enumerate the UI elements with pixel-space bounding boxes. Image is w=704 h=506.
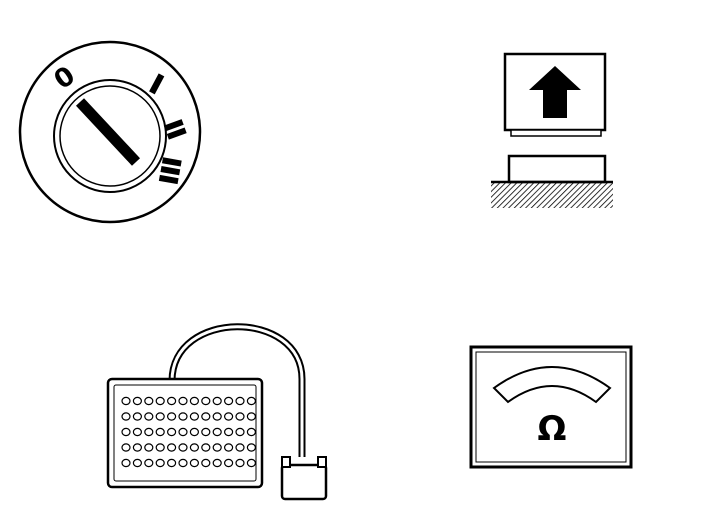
socket-hole <box>224 443 234 452</box>
socket-hole <box>224 412 234 421</box>
socket-hole <box>166 458 177 468</box>
socket-hole <box>224 396 234 406</box>
socket-hole <box>144 396 154 406</box>
socket-hole <box>132 412 143 421</box>
socket-hole <box>246 458 256 468</box>
socket-hole <box>155 396 165 406</box>
socket-hole <box>144 412 154 421</box>
connector-plug <box>280 463 328 501</box>
socket-hole <box>189 443 200 452</box>
arrow-up-icon <box>529 66 581 118</box>
socket-hole <box>132 427 143 437</box>
socket-hole <box>121 443 131 452</box>
socket-hole <box>235 412 245 421</box>
socket-hole <box>201 427 211 437</box>
socket-hole <box>189 458 200 468</box>
socket-hole <box>246 412 256 421</box>
socket-hole <box>121 458 131 468</box>
socket-hole <box>144 458 154 468</box>
socket-hole <box>121 412 131 421</box>
socket-hole <box>201 396 211 406</box>
socket-hole <box>121 427 131 437</box>
socket-hole <box>121 396 131 406</box>
socket-hole <box>212 443 222 452</box>
socket-hole <box>246 427 256 437</box>
socket-hole <box>155 412 165 421</box>
position-label-3: III <box>153 155 185 186</box>
push-button-arrow-up-icon <box>491 52 613 208</box>
socket-hole <box>166 427 177 437</box>
socket-hole <box>201 412 211 421</box>
socket-hole <box>155 443 165 452</box>
socket-hole <box>155 458 165 468</box>
socket-hole <box>144 443 154 452</box>
socket-hole <box>178 458 188 468</box>
socket-hole <box>246 443 256 452</box>
key-slot <box>75 98 141 166</box>
socket-hole <box>224 427 234 437</box>
test-box-connector-icon <box>106 323 328 501</box>
socket-hole <box>235 443 245 452</box>
meter-scale <box>492 366 612 404</box>
socket-hole <box>201 443 211 452</box>
socket-hole <box>144 427 154 437</box>
socket-hole <box>178 443 188 452</box>
ohm-symbol: Ω <box>538 409 567 449</box>
ohmmeter-symbol: Ω <box>468 344 636 472</box>
socket-hole <box>235 458 245 468</box>
socket-hole <box>246 396 256 406</box>
ignition-key-switch-icon: 0 I II III <box>18 40 202 224</box>
socket-hole <box>212 427 222 437</box>
socket-hole <box>132 396 143 406</box>
socket-hole <box>235 396 245 406</box>
socket-hole <box>178 396 188 406</box>
socket-hole <box>189 412 200 421</box>
socket-hole <box>212 458 222 468</box>
socket-hole <box>166 412 177 421</box>
socket-hole <box>201 458 211 468</box>
socket-hole <box>212 396 222 406</box>
socket-hole <box>235 427 245 437</box>
socket-hole <box>212 412 222 421</box>
socket-grid <box>121 396 256 468</box>
socket-hole <box>178 412 188 421</box>
ignition-switch-symbol: 0 I II III <box>18 38 208 228</box>
socket-hole <box>132 458 143 468</box>
socket-hole <box>166 443 177 452</box>
connector-box-symbol <box>100 315 350 505</box>
socket-hole <box>132 443 143 452</box>
push-button-symbol <box>485 50 620 210</box>
socket-hole <box>224 458 234 468</box>
ohmmeter-icon: Ω <box>469 345 633 469</box>
socket-hole <box>189 427 200 437</box>
socket-hole <box>155 427 165 437</box>
socket-hole <box>166 396 177 406</box>
socket-hole <box>189 396 200 406</box>
socket-hole <box>178 427 188 437</box>
